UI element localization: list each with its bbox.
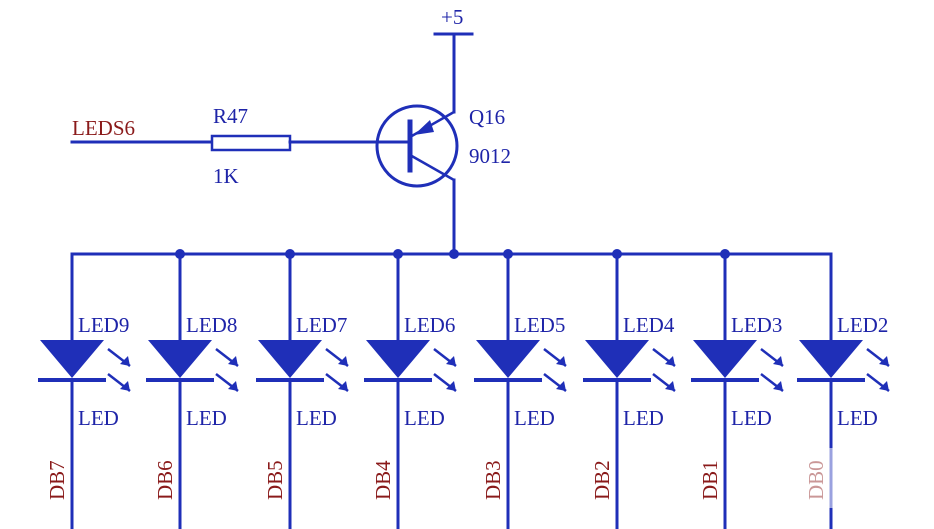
led-diode-symbol (366, 340, 430, 378)
net-label-db: DB4 (371, 460, 395, 500)
led-ref-label: LED2 (837, 313, 888, 337)
led-value-label: LED (731, 406, 772, 430)
led-diode-symbol (148, 340, 212, 378)
power-symbol: +5 (433, 5, 474, 114)
led-value-label: LED (623, 406, 664, 430)
led-value-label: LED (296, 406, 337, 430)
junction-dot (449, 249, 459, 259)
junction-dot (393, 249, 403, 259)
net-label-db: DB1 (698, 460, 722, 500)
led-value-label: LED (186, 406, 227, 430)
resistor-ref: R47 (213, 104, 248, 128)
watermark-patch (728, 448, 898, 508)
led-ref-label: LED7 (296, 313, 347, 337)
led-diode-symbol (799, 340, 863, 378)
net-label-db: DB3 (481, 460, 505, 500)
junction-dot (612, 249, 622, 259)
junction-dot (720, 249, 730, 259)
led-ref-label: LED4 (623, 313, 675, 337)
net-label-leds6: LEDS6 (72, 116, 135, 140)
transistor-ref: Q16 (469, 105, 505, 129)
power-label: +5 (441, 5, 463, 29)
led-ref-label: LED9 (78, 313, 129, 337)
led-ref-label: LED5 (514, 313, 565, 337)
led-value-label: LED (837, 406, 878, 430)
net-label-db: DB6 (153, 460, 177, 500)
led-diode-symbol (476, 340, 540, 378)
led-ref-label: LED6 (404, 313, 455, 337)
resistor-r47 (210, 134, 292, 152)
transistor-q16: Q16 9012 (375, 104, 511, 188)
input-network: LEDS6 R47 1K (70, 104, 408, 188)
led-value-label: LED (514, 406, 555, 430)
junction-dot (175, 249, 185, 259)
led-diode-symbol (585, 340, 649, 378)
junction-dot (285, 249, 295, 259)
net-label-db: DB7 (45, 460, 69, 500)
led-value-label: LED (78, 406, 119, 430)
led-diode-symbol (258, 340, 322, 378)
led-ref-label: LED3 (731, 313, 782, 337)
led-diode-symbol (40, 340, 104, 378)
net-label-db: DB2 (590, 460, 614, 500)
junction-dot (503, 249, 513, 259)
transistor-part: 9012 (469, 144, 511, 168)
led-ref-label: LED8 (186, 313, 237, 337)
led-value-label: LED (404, 406, 445, 430)
resistor-value: 1K (213, 164, 239, 188)
led-diode-symbol (693, 340, 757, 378)
net-label-db: DB5 (263, 460, 287, 500)
